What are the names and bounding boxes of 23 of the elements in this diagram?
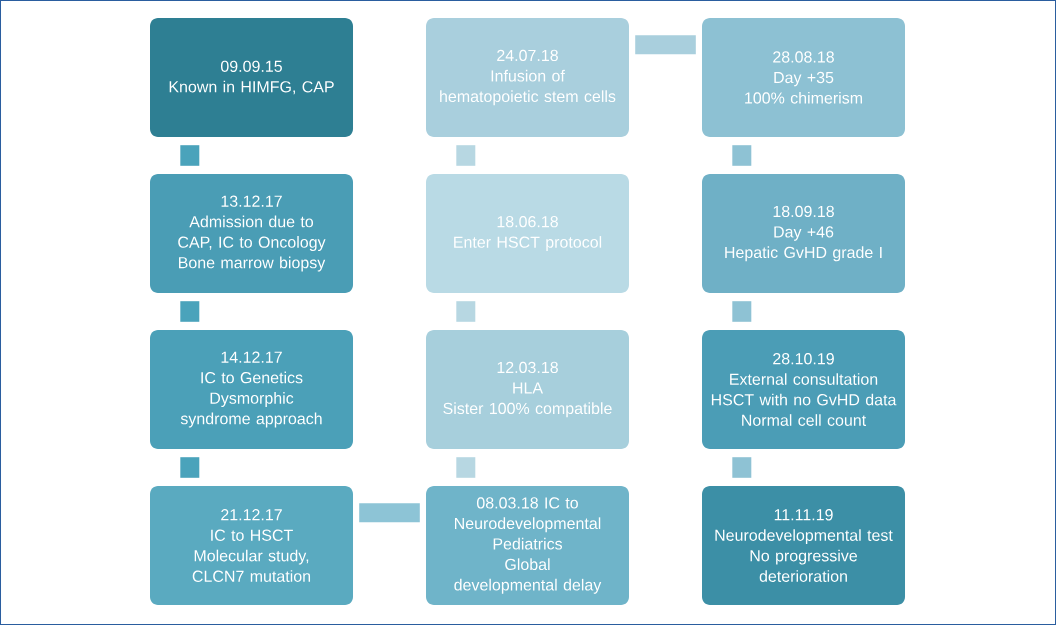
event-box: 18.06.18 Enter HSCT protocol [426,174,629,293]
event-box: 14.12.17 IC to Genetics Dysmorphic syndrome approach [150,330,353,449]
event-box: 13.12.17 Admission due to CAP, IC to Oncology Bone marrow biopsy [150,174,353,293]
event-box: 21.12.17 IC to HSCT Molecular study, CLCN7 mutation [150,486,353,605]
event-box: 12.03.18 HLA Sister 100% compatible [426,330,629,449]
event-box: 08.03.18 IC to Neurodevelopmental Pediatrics Global developmental delay [426,486,629,605]
connector-bar [180,301,200,322]
connector-bar [456,145,476,166]
connector-bar [359,503,420,523]
event-box: 18.09.18 Day +46 Hepatic GvHD grade I [702,174,905,293]
connector-bar [732,457,752,478]
connector-bar [456,301,476,322]
connector-bar [180,457,200,478]
connector-bar [635,35,696,55]
connector-bar [180,145,200,166]
event-box: 28.08.18 Day +35 100% chimerism [702,18,905,137]
event-box: 11.11.19 Neurodevelopmental test No progressive deterioration [702,486,905,605]
event-box: 28.10.19 External consultation HSCT with no GvHD data Normal cell count [702,330,905,449]
connector-bar [732,145,752,166]
event-box: 09.09.15 Known in HIMFG, CAP [150,18,353,137]
connector-bar [456,457,476,478]
connector-bar [732,301,752,322]
event-box: 24.07.18 Infusion of hematopoietic stem cells [426,18,629,137]
